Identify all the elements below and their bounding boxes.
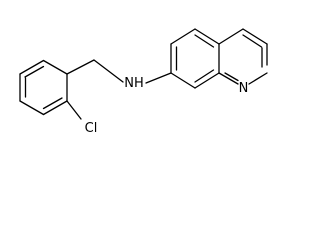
bond-ch2-n [93, 59, 124, 83]
double-bond-inner [242, 34, 263, 48]
double-bond-inner [194, 34, 215, 48]
bond [42, 100, 68, 116]
bond [194, 72, 220, 89]
double-bond-inner [24, 65, 45, 78]
double-bond-inner [42, 97, 63, 110]
amine-label: NH [124, 76, 144, 91]
chlorine-label: Cl [85, 121, 98, 136]
bond [19, 100, 45, 116]
chlorophenyl-ring [19, 59, 68, 116]
bond-n-quinoline [145, 72, 172, 84]
bond [42, 59, 68, 75]
quinoline-pyridine-ring [218, 28, 268, 85]
double-bond-inner [224, 72, 239, 82]
bond [248, 72, 268, 85]
linker-bonds [66, 59, 172, 120]
double-bond-inner [194, 69, 215, 83]
quinoline-benzo-ring [170, 28, 220, 89]
bond [242, 28, 268, 45]
bond-ring-ch2 [66, 59, 95, 75]
bond [19, 59, 45, 75]
bond-ring-cl [66, 100, 82, 120]
bond [218, 28, 244, 45]
bond [170, 28, 196, 45]
molecule-structure: NH N Cl [19, 28, 268, 136]
bond [170, 72, 196, 89]
bond [218, 72, 239, 85]
ring-nitrogen-label: N [239, 81, 249, 96]
bond [194, 28, 220, 45]
